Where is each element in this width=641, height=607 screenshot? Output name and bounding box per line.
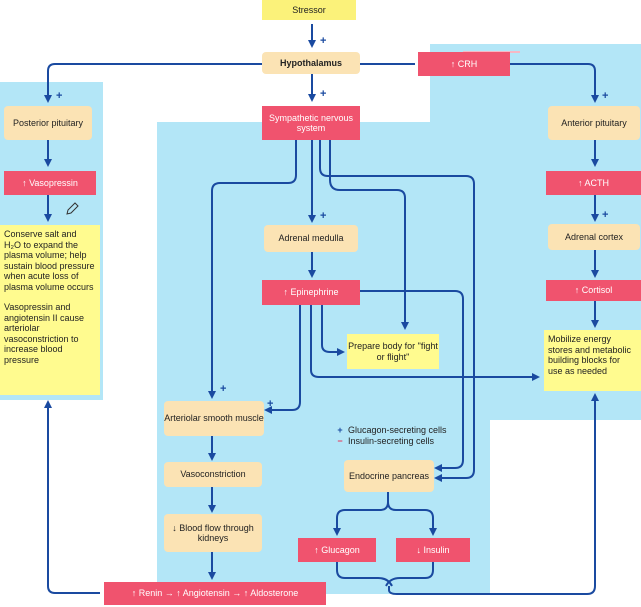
anterior-pituitary-box: Anterior pituitary [548, 106, 640, 140]
plus-sign: + [267, 398, 273, 410]
adrenal-medulla-box: Adrenal medulla [264, 225, 358, 252]
sympathetic-box: Sympathetic nervous system [262, 106, 360, 140]
left-effects-box: Conserve salt and H₂O to expand the plas… [0, 225, 100, 395]
endocrine-pancreas-box: Endocrine pancreas [344, 460, 434, 492]
crh-box: ↑ CRH [418, 52, 510, 76]
vasopressin-box: ↑ Vasopressin [4, 171, 96, 195]
legend-minus-mark: − [337, 436, 343, 446]
stressor-box: Stressor [262, 0, 356, 20]
fight-or-flight-box: Prepare body for "fight or flight" [347, 334, 439, 369]
insulin-box: ↓ Insulin [396, 538, 470, 562]
legend-glucagon: + Glucagon-secreting cells [336, 425, 447, 435]
acth-box: ↑ ACTH [546, 171, 641, 195]
left-effect-2: Vasopressin and angiotensin II cause art… [4, 302, 85, 365]
posterior-pituitary-box: Posterior pituitary [4, 106, 92, 140]
plus-sign: + [56, 90, 62, 102]
plus-sign: + [602, 90, 608, 102]
plus-sign: + [220, 383, 226, 395]
legend-glucagon-label: Glucagon-secreting cells [348, 425, 447, 435]
glucagon-box: ↑ Glucagon [298, 538, 376, 562]
adrenal-cortex-box: Adrenal cortex [548, 224, 640, 250]
plus-sign: + [320, 35, 326, 47]
plus-sign: + [320, 210, 326, 222]
vasoconstriction-box: Vasoconstriction [164, 462, 262, 487]
legend-insulin-label: Insulin-secreting cells [348, 436, 435, 446]
plus-sign: + [320, 88, 326, 100]
cortisol-box: ↑ Cortisol [546, 280, 641, 301]
legend-insulin: − Insulin-secreting cells [336, 436, 434, 446]
legend-plus-mark: + [337, 425, 343, 435]
raa-box: ↑ Renin → ↑ Angiotensin → ↑ Aldosterone [104, 582, 326, 605]
hypothalamus-box: Hypothalamus [262, 52, 360, 74]
left-effect-1: Conserve salt and H₂O to expand the plas… [4, 229, 95, 292]
plus-sign: + [602, 209, 608, 221]
pencil-icon [66, 202, 79, 215]
right-effects-box: Mobilize energy stores and metabolic bui… [544, 330, 641, 391]
epinephrine-box: ↑ Epinephrine [262, 280, 360, 305]
arteriolar-box: Arteriolar smooth muscle [164, 401, 264, 436]
blood-flow-box: ↓ Blood flow through kidneys [164, 514, 262, 552]
